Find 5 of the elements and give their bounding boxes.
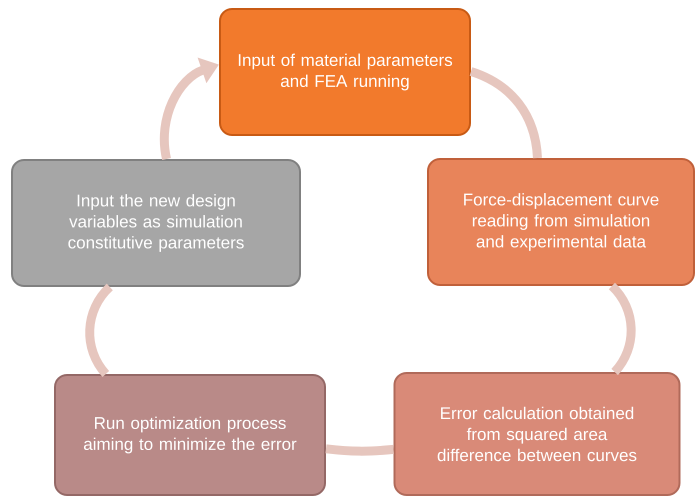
process-box: Error calculation obtained from squared area difference between curves: [394, 372, 680, 496]
process-box: Input the new design variables as simulation constitutive parameters: [11, 159, 301, 287]
process-box: Run optimization process aiming to minimize the error: [54, 374, 326, 496]
process-box: Force-displacement curve reading from simulation and experimental data: [427, 158, 695, 286]
process-box: Input of material parameters and FEA running: [219, 8, 471, 136]
